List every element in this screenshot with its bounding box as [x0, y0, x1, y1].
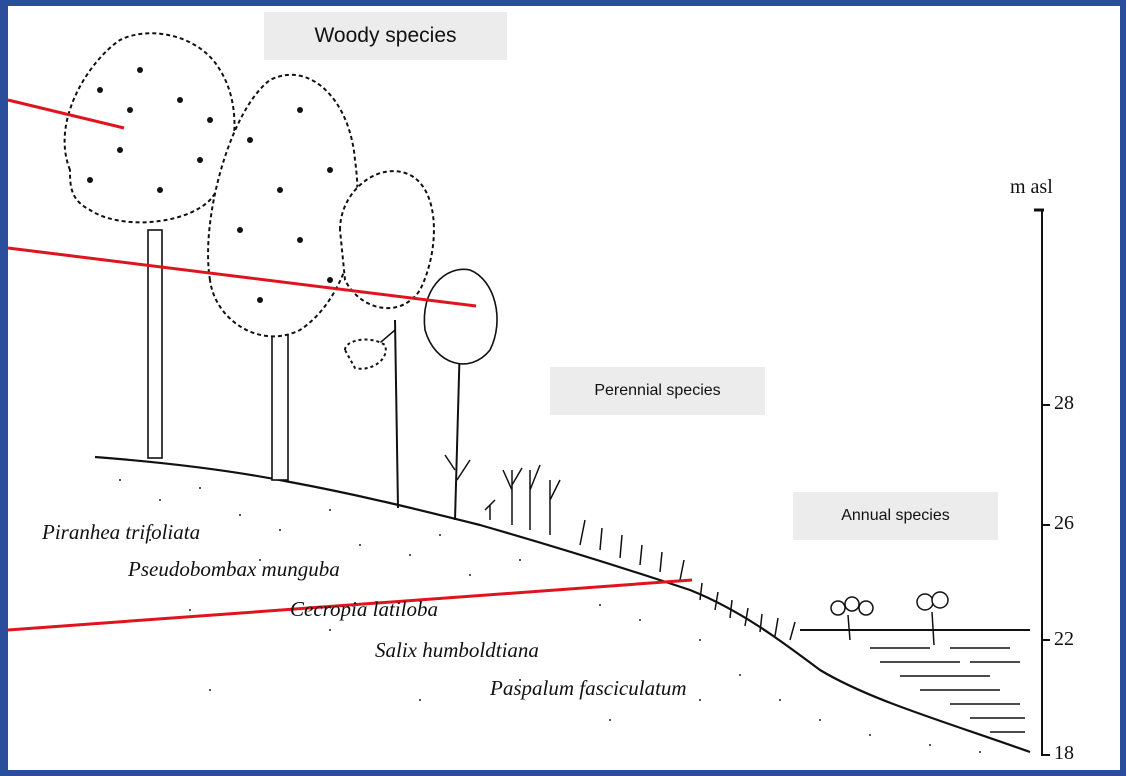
water-lines	[870, 648, 1025, 732]
perennial-shrubs-icon	[485, 465, 795, 640]
annual-plants-icon	[831, 592, 948, 645]
species-salix: Salix humboldtiana	[375, 638, 539, 663]
tree-cecropia-icon	[340, 171, 434, 508]
scale-label-18: 18	[1054, 742, 1074, 765]
scale-unit: m asl	[1010, 176, 1053, 199]
annual-species-label: Annual species	[793, 492, 998, 540]
species-paspalum: Paspalum fasciculatum	[490, 676, 687, 701]
scale-label-26: 26	[1054, 512, 1074, 535]
woody-species-label: Woody species	[264, 12, 507, 60]
tree-salix-icon	[424, 269, 497, 520]
species-pseudobombax: Pseudobombax munguba	[128, 557, 340, 582]
perennial-species-label: Perennial species	[550, 367, 765, 415]
species-cecropia: Cecropia latiloba	[290, 597, 438, 622]
species-piranhea: Piranhea trifoliata	[42, 520, 200, 545]
scale-label-28: 28	[1054, 392, 1074, 415]
scale-label-22: 22	[1054, 628, 1074, 651]
